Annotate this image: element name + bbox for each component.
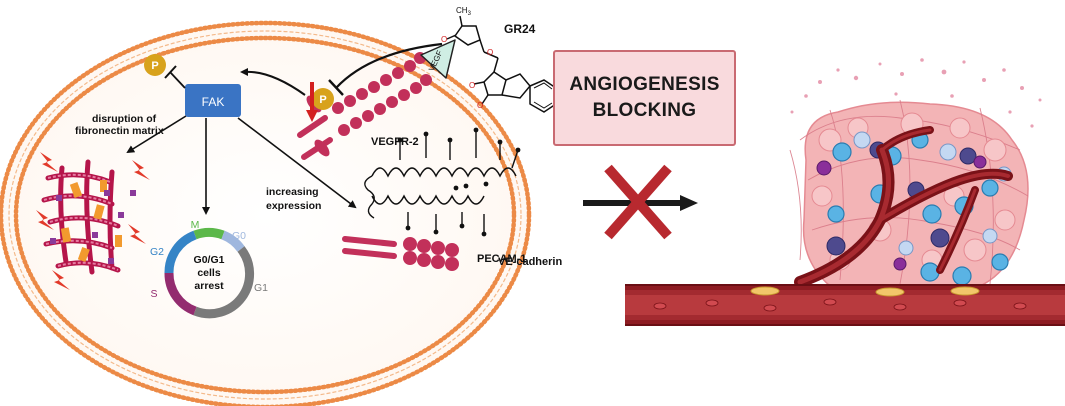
cycle-center-3: arrest	[194, 280, 224, 292]
ch3-label: CH3	[456, 6, 472, 17]
disruption-label-2: fibronectin matrix	[75, 125, 164, 137]
angiogenesis-line1: ANGIOGENESIS	[569, 74, 720, 95]
fak-inhibits-p	[164, 65, 186, 89]
gr24-inhibition	[328, 42, 443, 96]
cell-cycle: G0/G1 cells arrest M G0 G2 S G1	[150, 219, 268, 319]
phase-m-label: M	[191, 219, 200, 231]
phase-g1-label: G1	[254, 282, 268, 294]
fak-to-pecam-arrow	[237, 117, 357, 209]
vegf-ligand: VEGF	[420, 39, 456, 79]
angiogenesis-blocking-box: ANGIOGENESIS BLOCKING	[553, 50, 736, 146]
gr24-molecule	[446, 15, 557, 113]
phase-s-label: S	[150, 288, 157, 300]
fibronectin-matrix	[36, 152, 150, 290]
cross-icon	[604, 164, 672, 240]
vegfr2-receptor: VEGFR-2	[297, 52, 432, 160]
phase-g0-arc	[221, 230, 245, 252]
increasing-label-1: increasing	[266, 186, 319, 198]
receptor-to-fak-arrow	[240, 68, 306, 96]
phase-g2-arc	[164, 230, 197, 274]
gr24-o3: O	[469, 81, 475, 90]
ve-cadherin: VE-cadherin	[342, 236, 562, 271]
vecadherin-label: VE-cadherin	[498, 256, 562, 268]
phase-s-arc	[164, 272, 197, 316]
cycle-center-1: G0/G1	[194, 254, 225, 266]
phospho-receptor: P	[312, 88, 334, 110]
cell-membrane	[0, 20, 532, 406]
fak-to-fibronectin-arrow	[126, 115, 187, 154]
cycle-center-2: cells	[197, 267, 221, 279]
phase-g2-label: G2	[150, 246, 164, 258]
phase-g1-arc	[193, 246, 255, 319]
gr24-o4: O	[477, 101, 483, 110]
phase-g0-label: G0	[232, 230, 246, 242]
gr24-label: GR24	[504, 22, 536, 36]
fak-label: FAK	[202, 95, 225, 109]
vegfr2-label: VEGFR-2	[371, 136, 419, 148]
gr24-o2: O	[487, 48, 493, 57]
phase-m-arc	[193, 227, 225, 240]
disruption-label-1: disruption of	[92, 113, 157, 125]
phospho-top-label: P	[151, 60, 158, 72]
fak-node: FAK	[185, 84, 241, 117]
blocked-arrow	[583, 164, 698, 240]
tumor-vasculature	[625, 58, 1065, 326]
increasing-label-2: expression	[266, 200, 321, 212]
phospho-receptor-label: P	[319, 94, 326, 106]
phospho-top: P	[144, 54, 166, 76]
pecam1-label: PECAM-1	[477, 253, 527, 265]
gr24-o1: O	[441, 35, 447, 44]
pecam1-dots	[397, 127, 521, 237]
pecam1-molecule	[364, 130, 519, 234]
angiogenesis-line2: BLOCKING	[592, 100, 697, 121]
